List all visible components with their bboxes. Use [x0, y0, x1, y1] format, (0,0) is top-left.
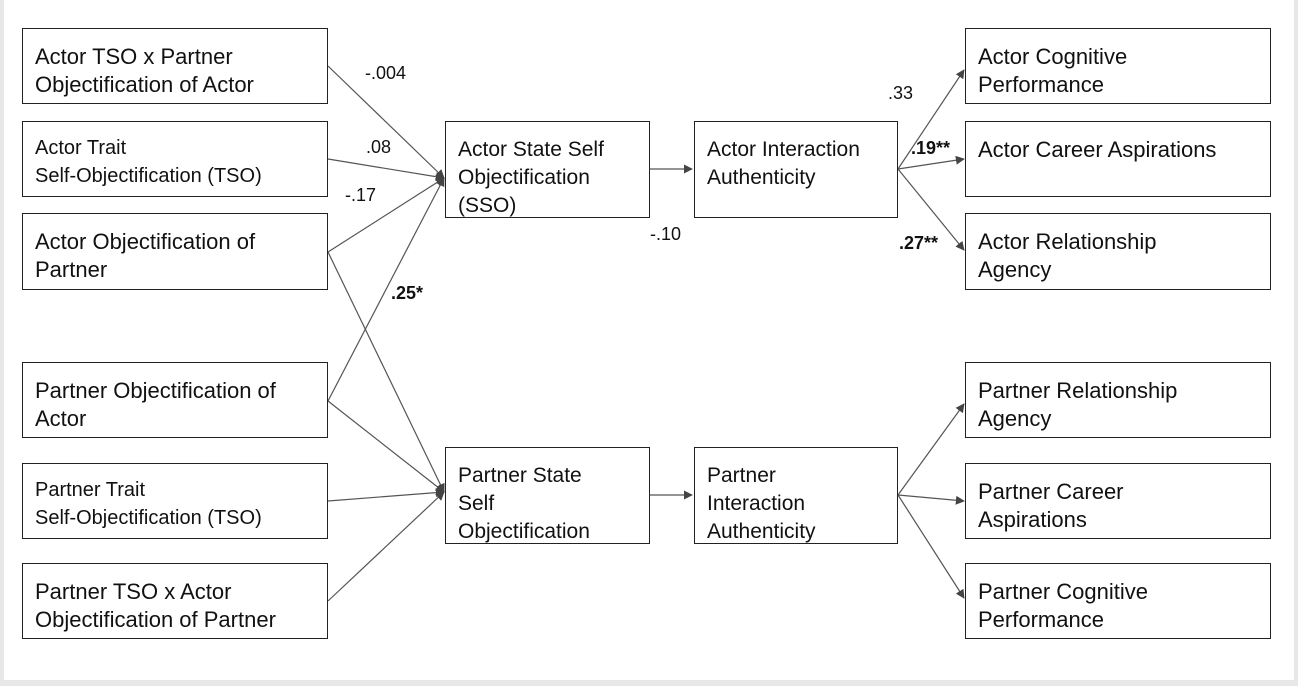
coefficient-sso-to-authenticity: -.10 — [650, 224, 682, 244]
arrow-p-obj-to-a-sso — [327, 177, 445, 402]
arrow-a-auth-to-a-cog — [897, 69, 965, 170]
node-actor-interaction-authenticity: Actor Interaction Authenticity — [694, 121, 898, 218]
node-partner-interaction-authenticity: Partner Interaction Authenticity — [694, 447, 898, 544]
node-actor-state-self-objectification: Actor State Self Objectification (SSO) — [445, 121, 650, 218]
node-partner-relationship-agency: Partner Relationship Agency — [965, 362, 1271, 438]
arrow-a-auth-to-a-career — [897, 155, 965, 170]
coefficient-partner-objectification: .25* — [391, 283, 424, 303]
coefficient-actor-trait: .08 — [366, 137, 392, 157]
node-actor-cognitive-performance: Actor Cognitive Performance — [965, 28, 1271, 104]
arrow-p-trait-to-p-sso — [327, 488, 445, 502]
node-actor-objectification-of-partner: Actor Objectification of Partner — [22, 213, 328, 290]
arrow-a-trait-to-a-sso — [327, 158, 445, 182]
coefficient-actor-tso-x: -.004 — [365, 63, 407, 83]
node-actor-trait-tso: Actor Trait Self-Objectification (TSO) — [22, 121, 328, 197]
arrow-a-tso-x-to-a-sso — [327, 65, 445, 179]
node-actor-career-aspirations: Actor Career Aspirations — [965, 121, 1271, 197]
node-partner-tso-x-actor-objectification: Partner TSO x Actor Objectification of P… — [22, 563, 328, 639]
path-arrows — [327, 65, 965, 602]
node-partner-cognitive-performance: Partner Cognitive Performance — [965, 563, 1271, 639]
arrow-p-auth-to-p-cog — [897, 494, 965, 599]
node-actor-relationship-agency: Actor Relationship Agency — [965, 213, 1271, 290]
arrow-p-auth-to-p-career — [897, 494, 965, 505]
coefficient-cognitive: .33 — [888, 83, 914, 103]
coefficient-career: .19** — [911, 138, 951, 158]
node-partner-objectification-of-actor: Partner Objectification of Actor — [22, 362, 328, 438]
diagram-canvas: Actor TSO x Partner Objectification of A… — [4, 0, 1294, 680]
node-partner-career-aspirations: Partner Career Aspirations — [965, 463, 1271, 539]
arrow-p-obj-to-p-sso — [327, 400, 445, 493]
arrow-a-obj-to-p-sso — [327, 251, 445, 493]
arrow-a-obj-to-a-sso — [327, 177, 445, 253]
arrow-p-auth-to-p-rel — [897, 403, 965, 496]
coefficient-relationship: .27** — [899, 233, 939, 253]
node-partner-state-self-objectification: Partner State Self Objectification — [445, 447, 650, 544]
coefficient-actor-objectification: -.17 — [345, 185, 377, 205]
arrow-a-auth-to-a-rel — [897, 168, 965, 251]
node-partner-trait-tso: Partner Trait Self-Objectification (TSO) — [22, 463, 328, 539]
arrow-p-tso-x-to-p-sso — [327, 491, 445, 602]
node-actor-tso-x-partner-objectification: Actor TSO x Partner Objectification of A… — [22, 28, 328, 104]
